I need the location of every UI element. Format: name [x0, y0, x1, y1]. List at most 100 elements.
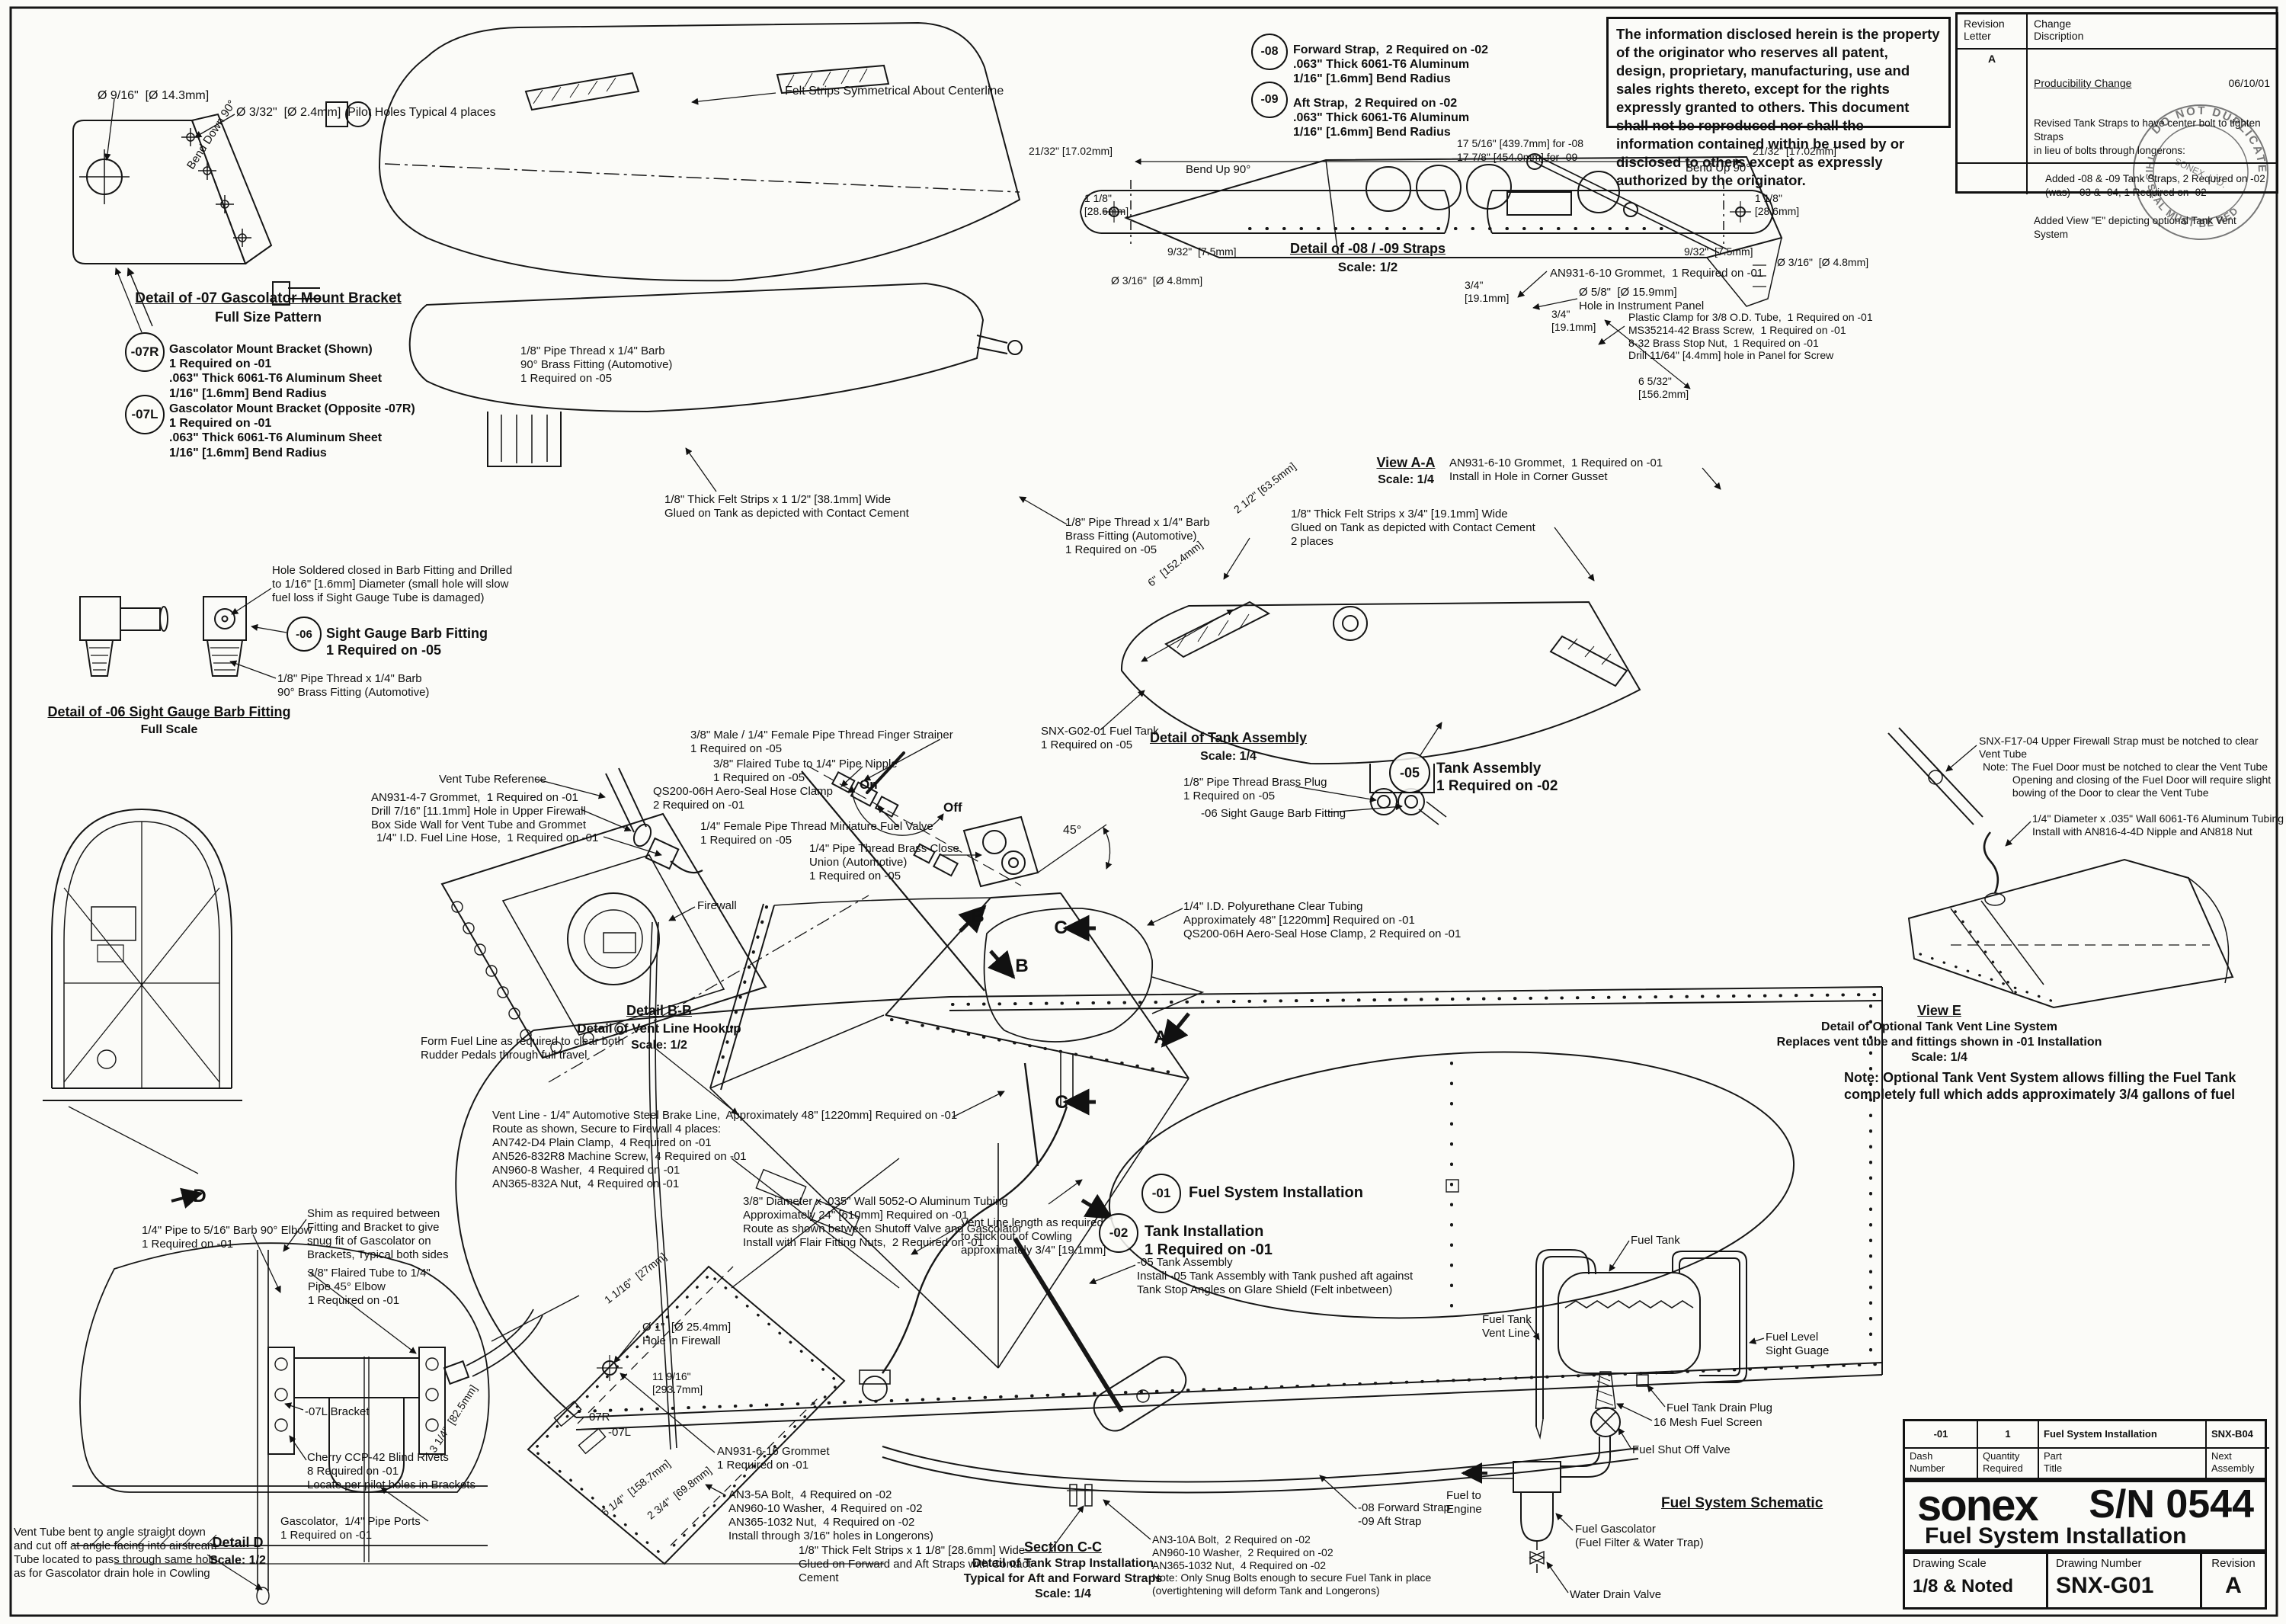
sec-letter-b1: B — [1015, 956, 1029, 976]
detail-d-title: Detail D — [212, 1535, 264, 1550]
parts-title-header: Part Title — [2039, 1449, 2207, 1482]
off-label: Off — [943, 800, 962, 815]
detail-bb-sub: Detail of Vent Line Hookup — [577, 1021, 741, 1036]
viewe-2: Detail of Optional Tank Vent Line System — [1821, 1020, 2057, 1033]
dim-11-9-16: 11 9/16" [293.7mm] — [652, 1370, 703, 1395]
dim-2-12: 2 1/2" [63.5mm] — [1231, 460, 1298, 516]
sec-cc-4: Scale: 1/4 — [1035, 1587, 1091, 1600]
balloon-07l: -07L — [125, 395, 165, 434]
drawing-number-cell: Drawing Number SNX-G01 — [2048, 1554, 2202, 1607]
brass-plug-note: 1/8" Pipe Thread Brass Plug 1 Required o… — [1183, 776, 1327, 802]
detail-d-scale: Scale: 1/2 — [210, 1554, 266, 1567]
straps-ref: -08 Forward Strap -09 Aft Strap — [1358, 1501, 1450, 1528]
dim-17-5-16: 17 5/16" [439.7mm] for -08 — [1457, 137, 1584, 149]
vent-line-note: Vent Line - 1/4" Automotive Steel Brake … — [492, 1109, 958, 1190]
tank-asm-title: Detail of Tank Assembly — [1149, 730, 1308, 745]
dim-3-14: 3 1/4" [82.5mm] — [427, 1382, 480, 1455]
title-block-bottom: Drawing Scale 1/8 & Noted Drawing Number… — [1903, 1552, 2267, 1610]
sec-cc-title: Section C-C — [1023, 1539, 1103, 1555]
sight-fitting-ref: -06 Sight Gauge Barb Fitting — [1201, 807, 1346, 820]
vent-length-note: Vent Line length as required to stick ou… — [961, 1216, 1106, 1257]
revision-letter-header: Revision Letter — [1958, 14, 2028, 50]
detail-d-drawing — [72, 1242, 884, 1605]
drawing-number-value: SNX-G01 — [2056, 1573, 2154, 1598]
straps-detail — [1079, 158, 1775, 244]
fsi-label: Fuel System Installation — [1189, 1184, 1363, 1201]
revision-label: Revision — [2211, 1557, 2256, 1570]
revision-change-header: Change Discription — [2028, 14, 2276, 50]
straps-title: Detail of -08 / -09 Straps — [1289, 241, 1446, 256]
shim-note: Shim as required between Fitting and Bra… — [307, 1207, 449, 1261]
fuel-schematic — [1461, 1249, 1747, 1573]
note-07r: Gascolator Mount Bracket (Shown) 1 Requi… — [169, 343, 383, 400]
schem-title: Fuel System Schematic — [1661, 1495, 1823, 1511]
hole-soldered-note: Hole Soldered closed in Barb Fitting and… — [272, 564, 513, 604]
flag-07r: -07R — [585, 1411, 610, 1424]
schem-water-drain: Water Drain Valve — [1570, 1588, 1662, 1601]
tank-asm-label: Tank Assembly 1 Required on -02 — [1436, 761, 1558, 794]
grommet-616: AN931-6-16 Grommet 1 Required on -01 — [717, 1445, 830, 1472]
barb-plain: 1/8" Pipe Thread x 1/4" Barb Brass Fitti… — [1065, 516, 1210, 556]
firewall-cover-pattern — [491, 1265, 846, 1565]
parts-next-value: SNX-B04 — [2207, 1421, 2269, 1449]
view-e-drawing — [1887, 727, 2234, 1009]
section-cc-drawing — [882, 1446, 1639, 1507]
fuel-tank-part: SNX-G02-01 Fuel Tank 1 Required on -05 — [1041, 725, 1159, 751]
dim-17-7-8: 17 7/8" [454.0mm] for -09 — [1457, 151, 1578, 163]
view-aa-title: View A-A — [1376, 455, 1436, 470]
dia-9-16: Ø 9/16" [Ø 14.3mm] — [98, 89, 210, 102]
dim-932-right: 9/32" [7.5mm] — [1684, 245, 1753, 258]
drawing-scale-value: 1/8 & Noted — [1913, 1576, 2014, 1597]
drawing-number-label: Drawing Number — [2056, 1557, 2142, 1570]
viewe-4: Scale: 1/4 — [1911, 1051, 1967, 1064]
sight-gauge-label: Sight Gauge Barb Fitting 1 Required on -… — [326, 626, 488, 658]
balloon-06: -06 — [287, 617, 322, 652]
schem-fuel-screen: 16 Mesh Fuel Screen — [1654, 1416, 1763, 1429]
parts-next-header: Next Assembly — [2211, 1450, 2255, 1474]
drawing-scale-label: Drawing Scale — [1913, 1557, 1987, 1570]
on-label: On — [860, 777, 878, 792]
viewe-strap-note: SNX-F17-04 Upper Firewall Strap must be … — [1979, 735, 2259, 760]
schem-sight-gauge: Fuel Level Sight Guage — [1766, 1331, 1830, 1357]
dia-316-right: Ø 3/16" [Ø 4.8mm] — [1777, 256, 1869, 268]
hose-clamp: QS200-06H Aero-Seal Hose Clamp 2 Require… — [653, 785, 833, 812]
poly-tubing-note: 1/4" I.D. Polyurethane Clear Tubing Appr… — [1183, 900, 1462, 940]
schem-drain-plug: Fuel Tank Drain Plug — [1666, 1401, 1772, 1414]
barb-90-auto: 1/8" Pipe Thread x 1/4" Barb 90° Brass F… — [277, 672, 430, 699]
revision-body: Revised Tank Straps to have center bolt … — [2034, 117, 2265, 240]
angle-45: 45° — [1063, 824, 1082, 837]
aft-strap-note: Aft Strap, 2 Required on -02 .063" Thick… — [1293, 97, 1470, 139]
alum-tubing-note: 3/8" Diameter x .035" Wall 5052-O Alumin… — [743, 1195, 1023, 1249]
felt-centerline: Felt Strips Symmetrical About Centerline — [785, 85, 1004, 98]
grommet-gusset: AN931-6-10 Grommet, 1 Required on -01 In… — [1449, 456, 1663, 483]
schem-fuel-tank: Fuel Tank — [1631, 1234, 1680, 1247]
balloon-05: -05 — [1389, 752, 1430, 793]
title-block: sonex S/N 0544 Fuel System Installation — [1903, 1480, 2267, 1552]
dim-6-5-32: 6 5/32" [156.2mm] — [1638, 375, 1689, 400]
tank-top-view — [325, 21, 1021, 282]
form-fuel-line: Form Fuel Line as required to clear both… — [421, 1035, 624, 1062]
dia-316-left: Ø 3/16" [Ø 4.8mm] — [1111, 274, 1203, 287]
detail-bb-scale: Scale: 1/2 — [631, 1039, 687, 1052]
revision-value: A — [2225, 1573, 2242, 1598]
viewe-door-note: Note: The Fuel Door must be notched to c… — [1983, 761, 2272, 799]
detail-07-title: Detail of -07 Gascolator Mount Bracket — [135, 290, 402, 306]
balloon-09: -09 — [1251, 82, 1288, 118]
parts-qty-header: Quantity Required — [1978, 1449, 2039, 1482]
balloon-02: -02 — [1099, 1213, 1138, 1253]
view-aa-scale: Scale: 1/4 — [1378, 473, 1434, 486]
hole-firewall-note: Ø 1" [Ø 25.4mm] Hole in Firewall — [642, 1321, 732, 1347]
tank-assembly-detail — [1120, 537, 1641, 825]
dim-2132-left: 21/32" [17.02mm] — [1029, 145, 1113, 157]
detail-bb-drawing — [440, 767, 985, 1083]
detail-bb-title: Detail B-B — [626, 1003, 693, 1018]
sec-letter-b2: B — [971, 906, 985, 927]
revision-empty-letter-cell — [1958, 164, 2028, 194]
vent-tube-ref: Vent Tube Reference — [439, 773, 546, 786]
revision-row-description: Producibility Change 06/10/01 Revised Ta… — [2028, 50, 2276, 240]
tank-asm-install: -05 Tank Assembly Install -05 Tank Assem… — [1137, 1256, 1414, 1296]
schem-vent-line: Fuel Tank Vent Line — [1482, 1313, 1532, 1340]
felt-straps-note: 1/8" Thick Felt Strips x 1 1/8" [28.6mm]… — [799, 1544, 1032, 1584]
bend-up-right: Bend Up 90° — [1686, 162, 1751, 175]
